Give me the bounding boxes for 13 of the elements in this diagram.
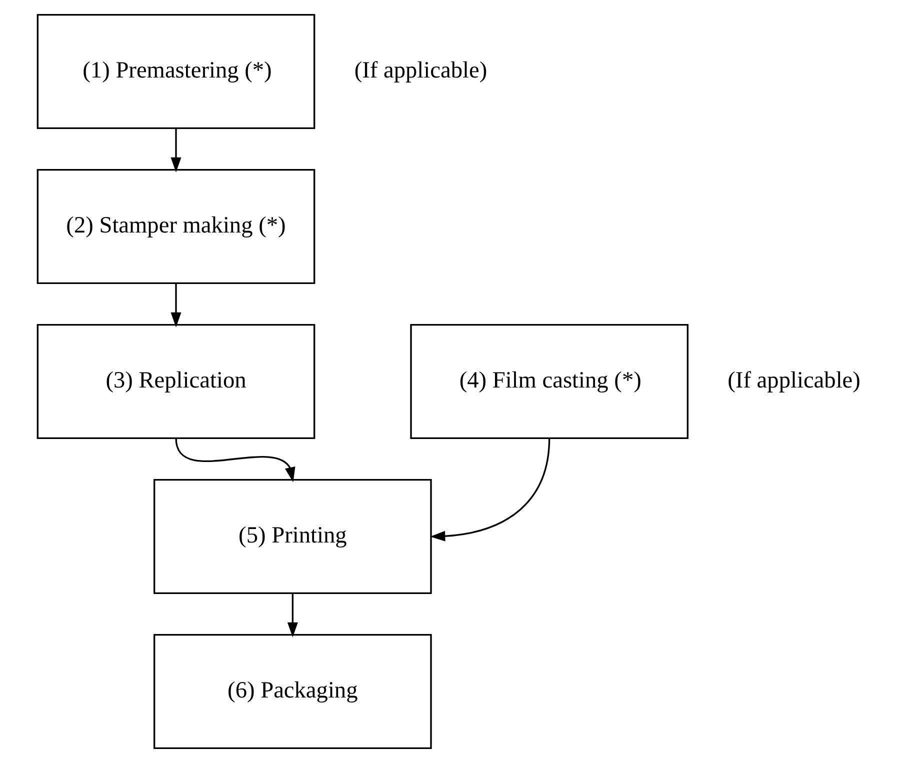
node-label: (If applicable) [354, 58, 487, 84]
arrow [174, 438, 295, 482]
node-box: (2) Stamper making (*) [36, 169, 315, 284]
node-box: (6) Packaging [153, 634, 432, 749]
node-box: (4) Film casting (*) [410, 324, 688, 439]
node-box: (1) Premastering (*) [36, 14, 315, 129]
arrow [170, 283, 181, 328]
node-box: (3) Replication [36, 324, 315, 439]
arrow [286, 593, 298, 638]
arrow [430, 438, 550, 542]
node-label: (If applicable) [727, 368, 860, 394]
node-box: (5) Printing [153, 479, 432, 594]
arrow [170, 128, 181, 172]
